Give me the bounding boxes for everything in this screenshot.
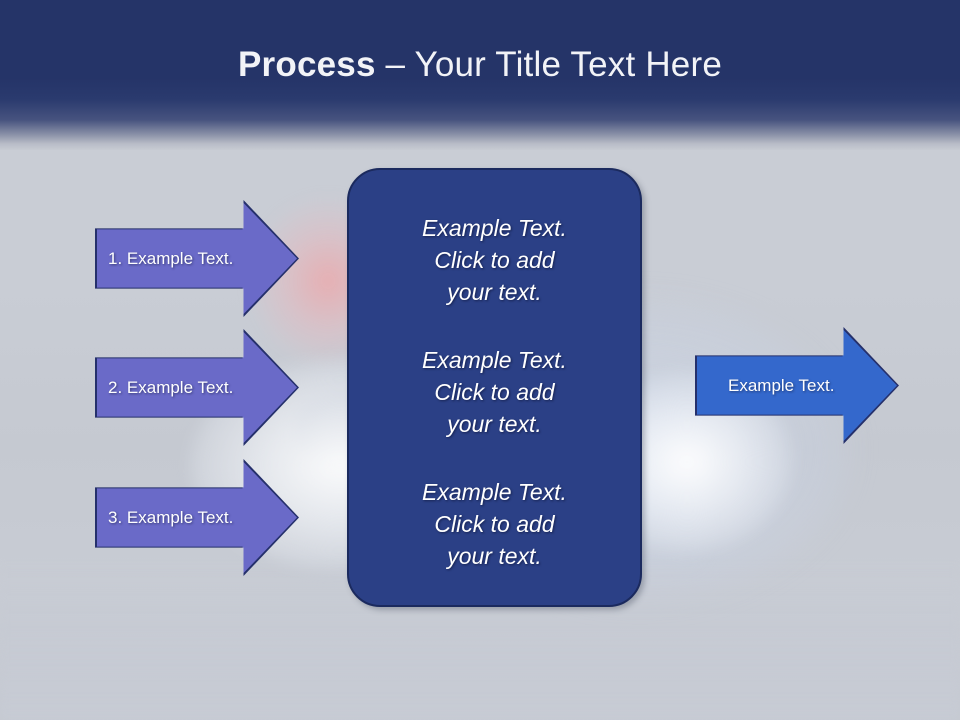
output-arrow-label: Example Text. — [728, 375, 835, 395]
page-title-bold: Process — [238, 45, 376, 84]
input-arrow-3-label: 3. Example Text. — [108, 507, 234, 527]
page-title: Process – Your Title Text Here — [0, 44, 960, 86]
slide-header-band: Process – Your Title Text Here — [0, 0, 960, 150]
process-paragraph-2: Example Text. Click to add your text. — [422, 347, 567, 437]
process-paragraph-3: Example Text. Click to add your text. — [422, 479, 567, 569]
input-arrow-1-label: 1. Example Text. — [108, 248, 234, 268]
input-arrow-2-label: 2. Example Text. — [108, 377, 234, 397]
process-paragraph-1: Example Text. Click to add your text. — [422, 215, 567, 305]
process-center-box[interactable]: Example Text. Click to add your text. Ex… — [347, 168, 642, 607]
page-title-rest: – Your Title Text Here — [375, 45, 722, 84]
